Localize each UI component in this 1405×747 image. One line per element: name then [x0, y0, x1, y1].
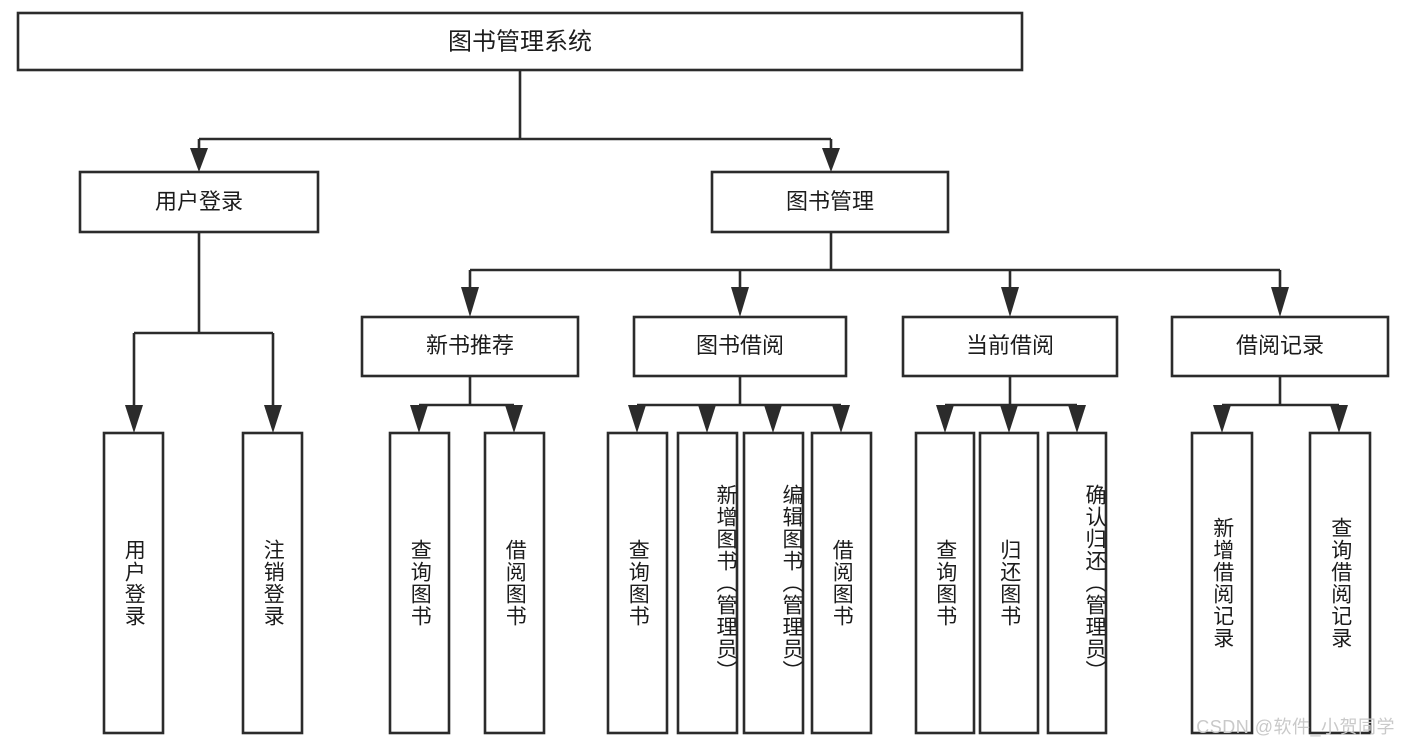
node-new-book-recommend[interactable]: 新书推荐: [360, 315, 580, 378]
leaf-box-borrow-record-1[interactable]: [1190, 431, 1254, 735]
leaf-box-user-login-2[interactable]: [241, 431, 304, 735]
leaf-box-new-book-1[interactable]: [388, 431, 451, 735]
leaf-box-book-borrow-3[interactable]: [742, 431, 805, 735]
arrow-head-new-book-leaf-2: [505, 405, 523, 433]
arrow-head-current-borrow-leaf-1: [936, 405, 954, 433]
leaf-box-current-borrow-3[interactable]: [1046, 431, 1108, 735]
leaf-box-user-login-1[interactable]: [102, 431, 165, 735]
node-root-label: 图书管理系统: [448, 28, 592, 55]
edges-borrow-record-to-leaves: [1213, 376, 1348, 433]
arrow-head-borrow-record-leaf-1: [1213, 405, 1231, 433]
node-user-login-box[interactable]: [78, 170, 320, 234]
node-borrow-record-label: 借阅记录: [1236, 333, 1324, 358]
node-book-manage[interactable]: 图书管理: [710, 170, 950, 234]
node-borrow-record[interactable]: 借阅记录: [1170, 315, 1390, 378]
arrow-head-user-login-leaf-2: [264, 405, 282, 433]
leaf-boxes: [102, 431, 1372, 735]
node-book-manage-label: 图书管理: [786, 189, 874, 214]
arrow-head-to-new-book: [461, 287, 479, 317]
leaf-box-current-borrow-1[interactable]: [914, 431, 976, 735]
leaf-box-book-borrow-1[interactable]: [606, 431, 669, 735]
leaf-box-book-borrow-2[interactable]: [676, 431, 739, 735]
arrow-head-to-borrow-record: [1271, 287, 1289, 317]
edges-book-borrow-to-leaves: [628, 376, 850, 433]
leaf-box-borrow-record-2[interactable]: [1308, 431, 1372, 735]
edges-new-book-to-leaves: [410, 376, 523, 433]
edges-current-borrow-to-leaves: [936, 376, 1086, 433]
arrow-head-current-borrow-leaf-3: [1068, 405, 1086, 433]
edges-user-login-to-leaves: [125, 232, 282, 433]
node-root-box[interactable]: [16, 11, 1024, 72]
node-book-borrow[interactable]: 图书借阅: [632, 315, 848, 378]
leaf-box-new-book-2[interactable]: [483, 431, 546, 735]
edges-book-manage-to-level3: [461, 232, 1289, 317]
arrow-head-to-book-borrow: [731, 287, 749, 317]
leaf-box-book-borrow-4[interactable]: [810, 431, 873, 735]
arrow-head-current-borrow-leaf-2: [1000, 405, 1018, 433]
leaf-box-current-borrow-2[interactable]: [978, 431, 1040, 735]
arrow-head-book-borrow-leaf-4: [832, 405, 850, 433]
edges-root-to-level2: [190, 70, 840, 172]
arrow-head-borrow-record-leaf-2: [1330, 405, 1348, 433]
node-current-borrow[interactable]: 当前借阅: [901, 315, 1119, 378]
arrow-head-book-borrow-leaf-2: [698, 405, 716, 433]
node-user-login-label: 用户登录: [155, 189, 243, 214]
arrow-head-to-book-manage: [822, 148, 840, 172]
arrow-head-to-user-login: [190, 148, 208, 172]
arrow-head-book-borrow-leaf-1: [628, 405, 646, 433]
arrow-head-to-current-borrow: [1001, 287, 1019, 317]
node-current-borrow-box[interactable]: [901, 315, 1119, 378]
node-new-book-recommend-box[interactable]: [360, 315, 580, 378]
node-root[interactable]: 图书管理系统: [16, 11, 1024, 72]
node-current-borrow-label: 当前借阅: [966, 333, 1054, 358]
node-borrow-record-box[interactable]: [1170, 315, 1390, 378]
arrow-head-user-login-leaf-1: [125, 405, 143, 433]
node-book-borrow-box[interactable]: [632, 315, 848, 378]
node-book-manage-box[interactable]: [710, 170, 950, 234]
arrow-head-new-book-leaf-1: [410, 405, 428, 433]
node-user-login[interactable]: 用户登录: [78, 170, 320, 234]
node-book-borrow-label: 图书借阅: [696, 333, 784, 358]
csdn-watermark: CSDN @软件_小贺同学: [1196, 717, 1395, 737]
arrow-head-book-borrow-leaf-3: [764, 405, 782, 433]
node-new-book-recommend-label: 新书推荐: [426, 333, 514, 358]
